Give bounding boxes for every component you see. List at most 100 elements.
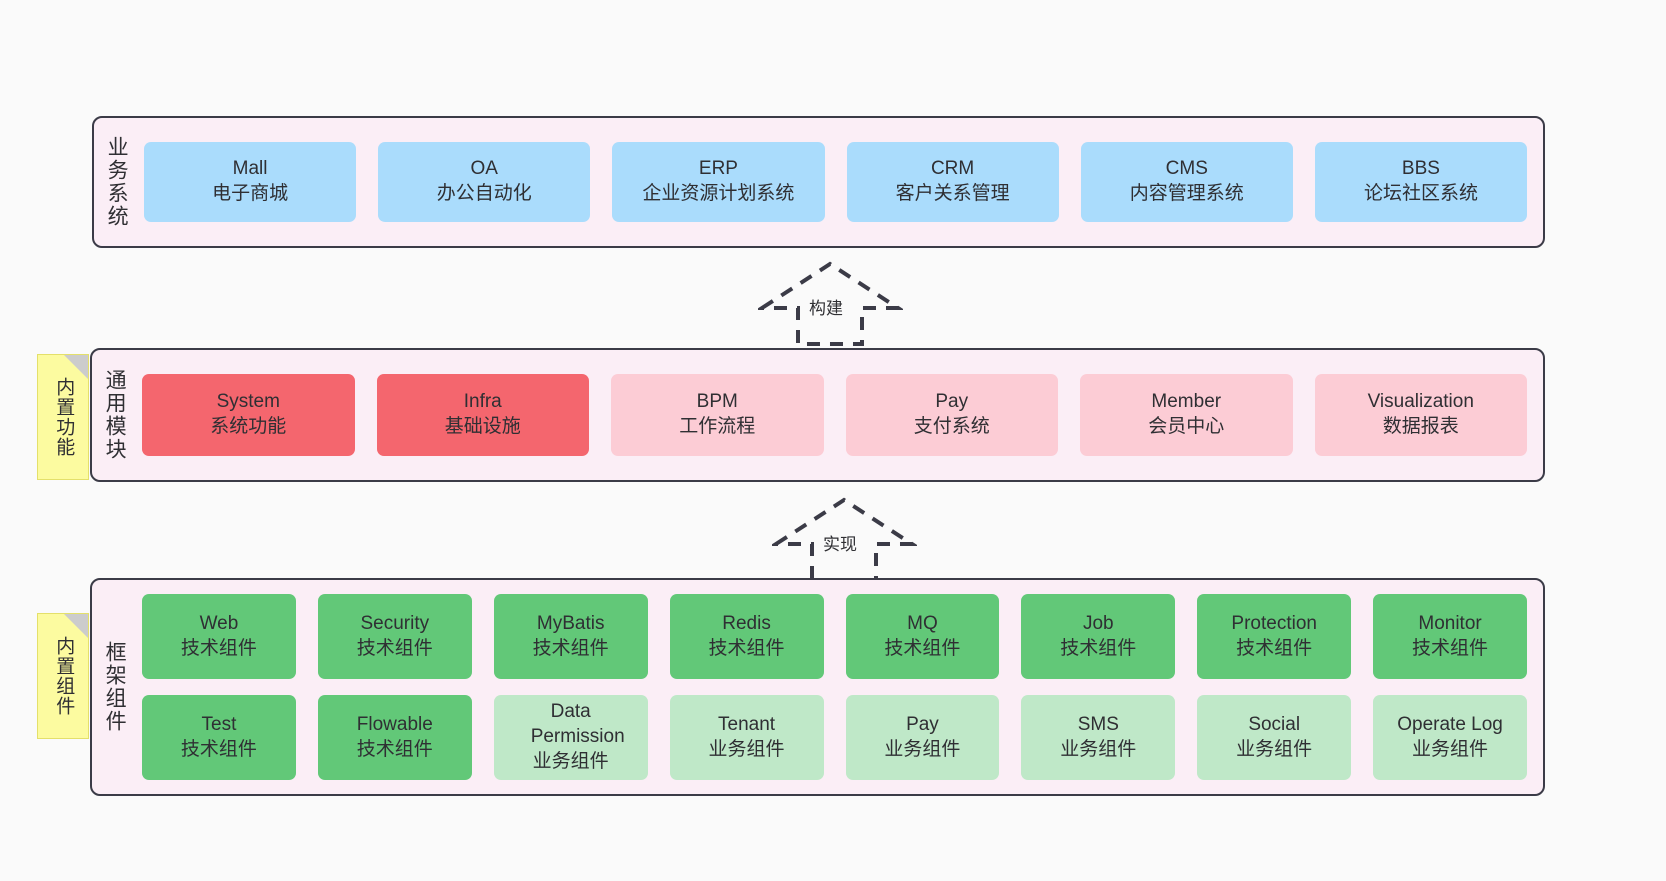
card-member[interactable]: Member 会员中心 — [1080, 374, 1293, 456]
card-mybatis[interactable]: MyBatis 技术组件 — [493, 594, 648, 679]
card-pay-module-en: Pay — [935, 391, 969, 413]
card-security[interactable]: Security 技术组件 — [317, 594, 472, 679]
card-operate-log-cn: 业务组件 — [1412, 738, 1489, 760]
card-member-en: Member — [1151, 391, 1222, 413]
card-erp-cn: 企业资源计划系统 — [642, 183, 795, 204]
card-mybatis-en: MyBatis — [536, 612, 605, 634]
arrow-implement: 实现 — [769, 494, 919, 584]
layer-framework-component: 框架组件 Web 技术组件 Security 技术组件 MyBatis 技术组件… — [90, 578, 1545, 796]
card-test[interactable]: Test 技术组件 — [142, 695, 296, 780]
note-builtin-function: 内置功能 — [37, 354, 89, 480]
card-infra-cn: 基础设施 — [444, 416, 521, 437]
card-redis[interactable]: Redis 技术组件 — [669, 594, 824, 679]
card-protection-cn: 技术组件 — [1236, 637, 1313, 659]
note-builtin-function-label: 内置功能 — [53, 377, 75, 457]
card-bpm-en: BPM — [696, 391, 738, 413]
card-cms[interactable]: CMS 内容管理系统 — [1080, 142, 1293, 222]
card-job-en: Job — [1082, 612, 1114, 634]
card-oa-en: OA — [470, 158, 498, 180]
arrow-implement-shape — [769, 497, 919, 582]
card-sms-en: SMS — [1077, 713, 1119, 735]
module-card-row: System 系统功能 Infra 基础设施 BPM 工作流程 Pay 支付系统… — [142, 374, 1527, 456]
card-system[interactable]: System 系统功能 — [142, 374, 355, 456]
card-security-en: Security — [360, 612, 430, 634]
card-pay-module[interactable]: Pay 支付系统 — [845, 374, 1058, 456]
card-job-cn: 技术组件 — [1060, 637, 1137, 659]
layer-title-framework-component: 框架组件 — [103, 641, 127, 733]
business-card-row: Mall 电子商城 OA 办公自动化 ERP 企业资源计划系统 CRM 客户关系… — [144, 142, 1528, 222]
card-security-cn: 技术组件 — [356, 637, 433, 659]
card-infra-en: Infra — [463, 391, 502, 413]
card-crm-en: CRM — [930, 158, 975, 180]
card-flowable-en: Flowable — [356, 713, 433, 735]
card-social-en: Social — [1248, 713, 1301, 735]
card-tenant-cn: 业务组件 — [708, 738, 785, 760]
card-sms-cn: 业务组件 — [1060, 738, 1137, 760]
layer-body-common-module: System 系统功能 Infra 基础设施 BPM 工作流程 Pay 支付系统… — [136, 350, 1543, 480]
card-social[interactable]: Social 业务组件 — [1197, 695, 1352, 780]
note-builtin-component: 内置组件 — [37, 613, 89, 739]
card-erp[interactable]: ERP 企业资源计划系统 — [612, 142, 825, 222]
card-infra[interactable]: Infra 基础设施 — [376, 374, 589, 456]
card-monitor[interactable]: Monitor 技术组件 — [1373, 594, 1527, 679]
card-data-permission[interactable]: Data Permission 业务组件 — [493, 695, 648, 780]
card-sms[interactable]: SMS 业务组件 — [1021, 695, 1176, 780]
note-builtin-component-label: 内置组件 — [53, 636, 75, 716]
card-web[interactable]: Web 技术组件 — [142, 594, 296, 679]
card-web-cn: 技术组件 — [180, 637, 257, 659]
card-flowable[interactable]: Flowable 技术组件 — [317, 695, 472, 780]
card-mall-en: Mall — [232, 158, 268, 180]
layer-title-common-module: 通用模块 — [103, 369, 127, 461]
card-member-cn: 会员中心 — [1148, 416, 1225, 437]
layer-common-module: 通用模块 System 系统功能 Infra 基础设施 BPM 工作流程 Pay… — [90, 348, 1545, 482]
note-fold-corner-icon — [64, 614, 88, 638]
card-redis-cn: 技术组件 — [708, 637, 785, 659]
card-pay-module-cn: 支付系统 — [913, 416, 990, 437]
card-visualization[interactable]: Visualization 数据报表 — [1314, 374, 1527, 456]
card-cms-en: CMS — [1165, 158, 1208, 180]
card-visualization-en: Visualization — [1367, 391, 1474, 413]
card-crm[interactable]: CRM 客户关系管理 — [846, 142, 1059, 222]
card-mybatis-cn: 技术组件 — [532, 637, 609, 659]
card-oa-cn: 办公自动化 — [436, 183, 532, 204]
card-oa[interactable]: OA 办公自动化 — [378, 142, 591, 222]
card-bbs-cn: 论坛社区系统 — [1363, 183, 1478, 204]
card-job[interactable]: Job 技术组件 — [1021, 594, 1176, 679]
layer-title-business-system: 业务系统 — [105, 136, 129, 228]
card-data-permission-en: Data Permission — [530, 701, 625, 748]
card-visualization-cn: 数据报表 — [1382, 416, 1459, 437]
layer-body-framework-component: Web 技术组件 Security 技术组件 MyBatis 技术组件 Redi… — [136, 580, 1543, 794]
card-social-cn: 业务组件 — [1236, 738, 1313, 760]
card-pay-component-en: Pay — [906, 713, 939, 735]
card-mq-en: MQ — [907, 612, 938, 634]
card-test-en: Test — [201, 713, 237, 735]
card-mq-cn: 技术组件 — [884, 637, 961, 659]
card-monitor-en: Monitor — [1418, 612, 1482, 634]
card-erp-en: ERP — [698, 158, 738, 180]
framework-tech-row: Web 技术组件 Security 技术组件 MyBatis 技术组件 Redi… — [142, 594, 1527, 679]
card-pay-component[interactable]: Pay 业务组件 — [845, 695, 1000, 780]
card-system-en: System — [216, 391, 280, 413]
card-system-cn: 系统功能 — [210, 416, 287, 437]
note-fold-corner-icon — [64, 355, 88, 379]
card-pay-component-cn: 业务组件 — [884, 738, 961, 760]
layer-body-business-system: Mall 电子商城 OA 办公自动化 ERP 企业资源计划系统 CRM 客户关系… — [138, 118, 1543, 246]
arrow-build-label: 构建 — [806, 294, 846, 319]
card-flowable-cn: 技术组件 — [356, 738, 433, 760]
card-operate-log-en: Operate Log — [1397, 713, 1503, 735]
card-bbs[interactable]: BBS 论坛社区系统 — [1314, 142, 1528, 222]
card-protection[interactable]: Protection 技术组件 — [1197, 594, 1352, 679]
card-tenant[interactable]: Tenant 业务组件 — [669, 695, 824, 780]
arrow-implement-label: 实现 — [820, 530, 860, 555]
card-mall[interactable]: Mall 电子商城 — [144, 142, 357, 222]
card-redis-en: Redis — [722, 612, 771, 634]
card-protection-en: Protection — [1231, 612, 1317, 634]
card-bpm[interactable]: BPM 工作流程 — [611, 374, 824, 456]
card-tenant-en: Tenant — [718, 713, 776, 735]
layer-business-system: 业务系统 Mall 电子商城 OA 办公自动化 ERP 企业资源计划系统 CRM… — [92, 116, 1545, 248]
card-mq[interactable]: MQ 技术组件 — [845, 594, 1000, 679]
card-operate-log[interactable]: Operate Log 业务组件 — [1373, 695, 1527, 780]
arrow-build: 构建 — [755, 258, 905, 348]
arrow-build-shape — [755, 261, 905, 346]
